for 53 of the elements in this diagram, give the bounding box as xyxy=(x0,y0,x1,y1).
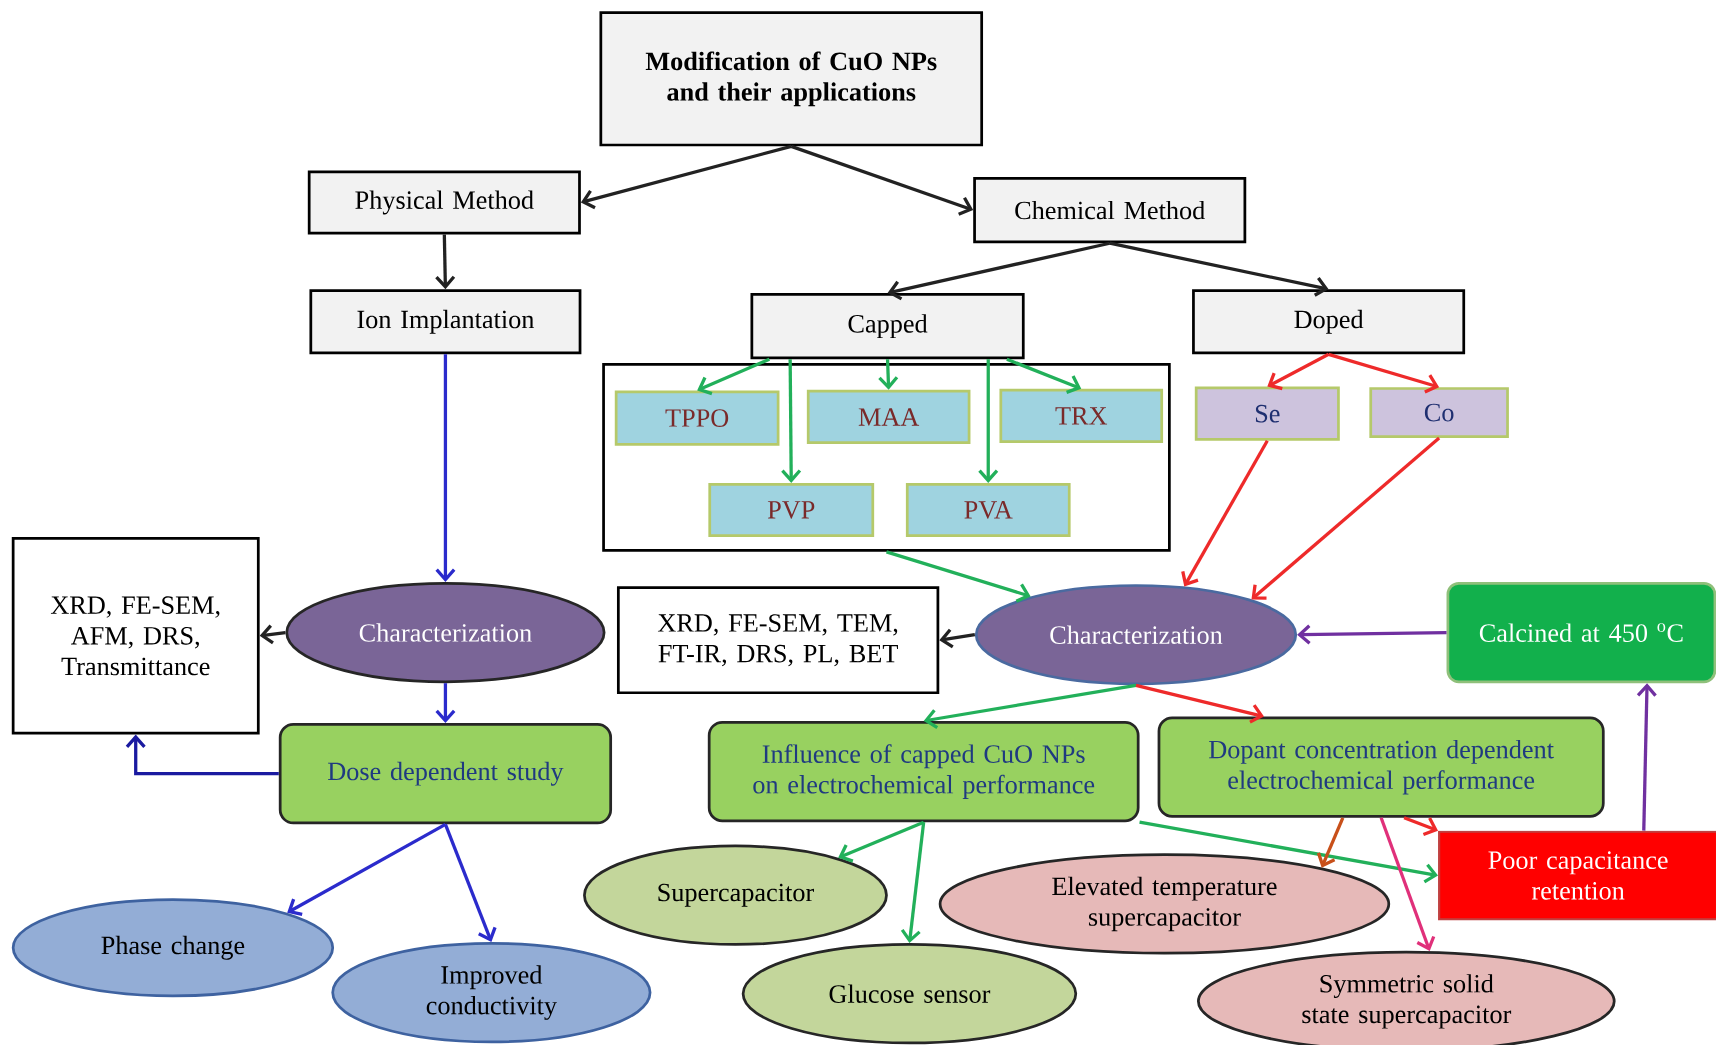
study-box: Dose dependent study xyxy=(278,723,613,825)
arrow xyxy=(1135,683,1265,724)
arrow xyxy=(1379,817,1436,951)
arrow xyxy=(125,734,279,776)
arrow xyxy=(1328,352,1440,394)
arrow xyxy=(1139,820,1439,884)
dopant-box: Co xyxy=(1369,387,1509,438)
method-box: Chemical Method xyxy=(973,176,1247,244)
arrow xyxy=(1109,241,1329,297)
study-box: Dopant concentration dependent electrochemical performance xyxy=(1157,716,1605,818)
arrow xyxy=(939,628,976,649)
result-box: Poor capacitance retention xyxy=(1438,830,1716,921)
method-box: Ion Implantation xyxy=(309,289,582,355)
dopant-box: Se xyxy=(1194,386,1340,441)
arrow xyxy=(1403,816,1439,836)
study-box: Influence of capped CuO NPs on electrochemical performance xyxy=(707,720,1140,823)
arrow xyxy=(1181,439,1269,587)
capping-agent-box: TRX xyxy=(999,388,1164,443)
technique-box: XRD, FE-SEM, TEM, FT-IR, DRS, PL, BET xyxy=(616,586,940,695)
arrow xyxy=(435,354,456,582)
arrow xyxy=(697,357,770,396)
capping-agent-box: PVA xyxy=(905,482,1071,537)
arrow xyxy=(443,823,497,942)
arrow xyxy=(435,683,456,724)
technique-box: XRD, FE-SEM, AFM, DRS, Transmittance xyxy=(11,537,260,735)
arrow xyxy=(887,241,1111,301)
arrow xyxy=(878,359,899,390)
arrow xyxy=(838,820,925,863)
title-box: Modification of CuO NPs and their applications xyxy=(599,11,984,147)
method-box: Doped xyxy=(1192,289,1466,355)
arrow xyxy=(435,234,456,290)
arrow xyxy=(287,822,447,916)
arrow xyxy=(978,359,999,483)
capping-agent-box: MAA xyxy=(806,389,971,444)
method-box: Capped xyxy=(750,292,1025,360)
arrow xyxy=(1251,436,1441,600)
arrow xyxy=(886,550,1031,603)
arrow xyxy=(790,144,974,216)
arrow xyxy=(900,821,926,944)
arrow xyxy=(580,144,792,210)
arrow xyxy=(259,624,286,645)
method-box: Physical Method xyxy=(307,170,581,235)
capping-agent-box: PVP xyxy=(708,482,875,537)
arrow xyxy=(1006,357,1082,394)
arrow xyxy=(1636,683,1657,831)
arrow xyxy=(1316,817,1345,868)
group-frame xyxy=(602,363,1171,552)
process-box: Calcined at 450 $^{o}$C xyxy=(1446,581,1716,684)
arrow xyxy=(1297,624,1447,645)
arrow xyxy=(781,359,802,483)
arrow xyxy=(1267,352,1330,391)
capping-agent-box: TPPO xyxy=(614,390,780,446)
arrow xyxy=(923,683,1137,729)
